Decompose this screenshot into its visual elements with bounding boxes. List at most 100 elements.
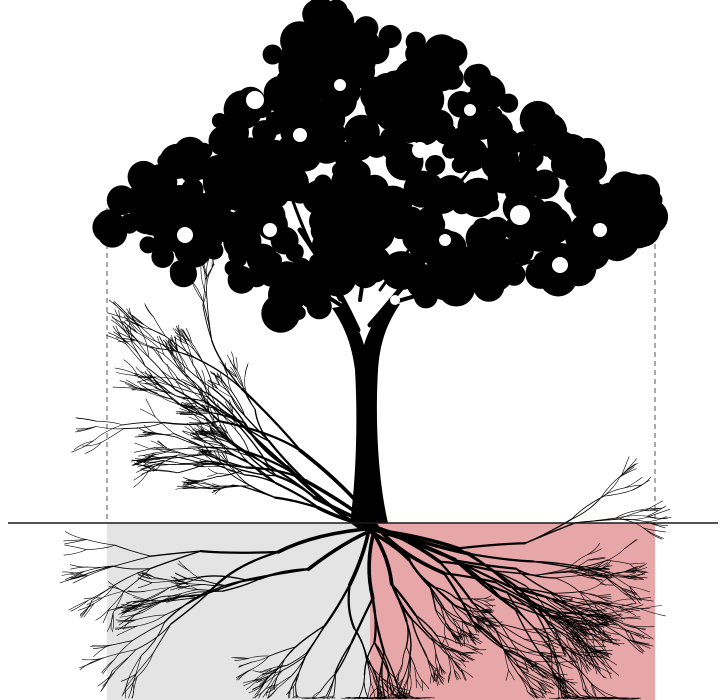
root-branch xyxy=(241,424,288,468)
soil-zone-left xyxy=(107,523,370,700)
canopy-leaf-cluster xyxy=(580,154,607,181)
canopy-leaf-cluster xyxy=(393,161,412,180)
root-branch xyxy=(65,532,86,540)
canopy-gap xyxy=(334,79,346,91)
canopy-leaf-cluster xyxy=(151,245,174,268)
canopy-gap xyxy=(552,257,568,273)
canopy-leaf-cluster xyxy=(477,94,493,110)
canopy-leaf-cluster xyxy=(210,212,237,239)
root-branch xyxy=(178,464,206,473)
canopy-leaf-cluster xyxy=(488,108,503,123)
canopy-leaf-cluster xyxy=(92,212,123,243)
root-branch xyxy=(242,486,276,498)
root-branch xyxy=(101,428,124,442)
root-branch xyxy=(576,518,616,522)
canopy-leaf-cluster xyxy=(523,106,537,120)
root-branch xyxy=(124,360,138,376)
canopy-leaf-cluster xyxy=(265,115,285,135)
root-branch xyxy=(64,550,86,556)
canopy-leaf-cluster xyxy=(513,131,535,153)
canopy-leaf-cluster xyxy=(225,186,250,211)
root-branch xyxy=(232,392,245,416)
canopy-leaf-cluster xyxy=(239,137,262,160)
root-branch xyxy=(96,427,124,429)
root-branch xyxy=(183,330,191,343)
root-branch xyxy=(242,389,300,451)
root-branch xyxy=(622,459,637,475)
root-branch xyxy=(632,477,651,490)
canopy-leaf-cluster xyxy=(195,143,212,160)
root-branch xyxy=(79,658,103,668)
canopy-leaf-cluster xyxy=(525,207,554,236)
canopy-leaf-cluster xyxy=(228,246,247,265)
canopy-leaf-cluster xyxy=(505,174,537,206)
root-branch xyxy=(65,545,87,550)
canopy-leaf-cluster xyxy=(461,188,489,216)
canopy-leaf-cluster xyxy=(427,94,443,110)
canopy-leaf-cluster xyxy=(467,64,491,88)
canopy-leaf-cluster xyxy=(284,29,302,47)
canopy-leaf-cluster xyxy=(538,140,552,154)
canopy-leaf-cluster xyxy=(354,16,378,40)
canopy-leaf-cluster xyxy=(287,243,304,260)
root-branch xyxy=(620,467,634,477)
root-branch xyxy=(572,497,602,519)
canopy-gap xyxy=(439,234,451,246)
root-branch xyxy=(615,510,639,518)
root-branch xyxy=(188,446,200,447)
root-branch xyxy=(217,473,231,474)
canopy-leaf-cluster xyxy=(238,210,258,230)
root-branch xyxy=(149,357,176,390)
root-branch xyxy=(70,565,87,567)
canopy-leaf-cluster xyxy=(522,151,541,170)
root-branch xyxy=(71,601,88,612)
root-branch xyxy=(146,305,154,317)
root-branch xyxy=(94,645,109,656)
canopy-leaf-cluster xyxy=(452,157,468,173)
root-branch xyxy=(77,418,96,421)
root-branch xyxy=(69,601,88,611)
root-branch xyxy=(189,422,201,423)
canopy-leaf-cluster xyxy=(165,154,180,169)
canopy-leaf-cluster xyxy=(386,194,401,209)
tree-silhouette-icon xyxy=(92,0,668,523)
canopy-gap xyxy=(177,227,193,243)
root-branch xyxy=(604,477,620,496)
canopy-leaf-cluster xyxy=(325,0,348,22)
root-branch xyxy=(128,343,145,366)
canopy-leaf-cluster xyxy=(212,113,227,128)
canopy-gap xyxy=(593,223,607,237)
root-branch xyxy=(97,421,123,425)
root-branch xyxy=(85,443,101,454)
canopy-leaf-cluster xyxy=(354,245,392,283)
root-branch xyxy=(203,306,212,341)
canopy-gap xyxy=(390,295,400,305)
canopy-leaf-cluster xyxy=(331,50,347,66)
canopy-gap xyxy=(510,205,530,225)
canopy-gap xyxy=(293,128,307,142)
canopy-leaf-cluster xyxy=(627,174,661,208)
root-branch xyxy=(245,375,246,390)
canopy-gap xyxy=(246,91,264,109)
canopy-gap xyxy=(412,142,428,158)
canopy-gap xyxy=(464,104,476,116)
root-branch xyxy=(615,516,647,519)
root-branch xyxy=(245,365,248,375)
tree-trunk xyxy=(332,300,400,523)
root-branch xyxy=(189,441,200,446)
root-branch xyxy=(135,443,150,449)
canopy-leaf-cluster xyxy=(402,108,420,126)
root-branch xyxy=(207,386,208,402)
canopy-leaf-cluster xyxy=(424,50,452,78)
canopy-leaf-cluster xyxy=(552,151,574,173)
root-branch xyxy=(72,441,94,452)
root-branch xyxy=(189,417,201,422)
root-branch xyxy=(207,473,217,476)
root-branch xyxy=(198,477,216,481)
root-branch xyxy=(176,382,192,390)
root-branch xyxy=(155,417,174,434)
root-branch xyxy=(208,468,217,473)
canopy-gap xyxy=(263,223,277,237)
canopy-leaf-cluster xyxy=(336,226,364,254)
